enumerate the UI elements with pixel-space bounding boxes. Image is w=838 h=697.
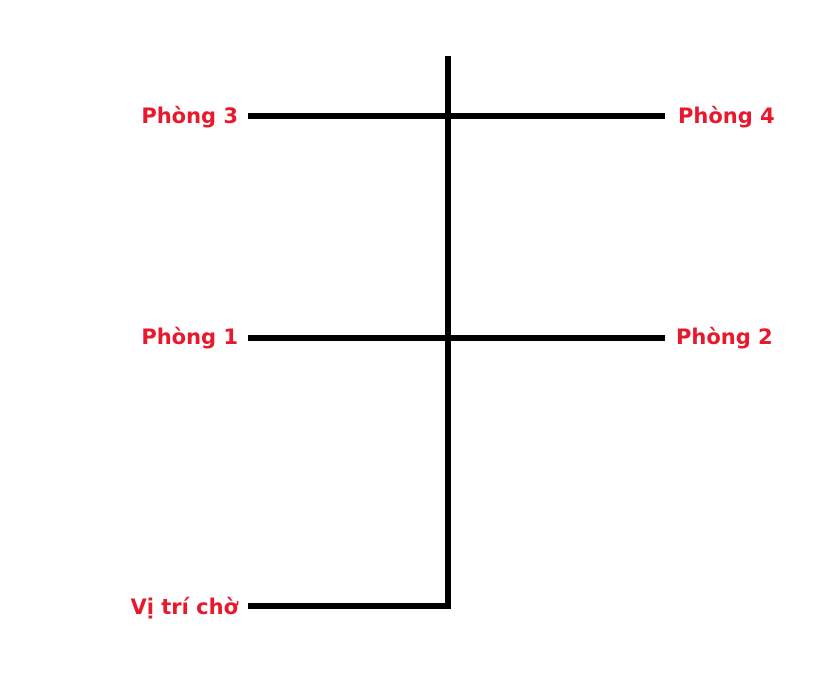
- waiting-position-label: Vị trí chờ: [130, 595, 239, 619]
- room-2-label: Phòng 2: [676, 325, 773, 349]
- room-4-label: Phòng 4: [678, 104, 775, 128]
- room-3-label: Phòng 3: [141, 104, 238, 128]
- room-1-label: Phòng 1: [141, 325, 238, 349]
